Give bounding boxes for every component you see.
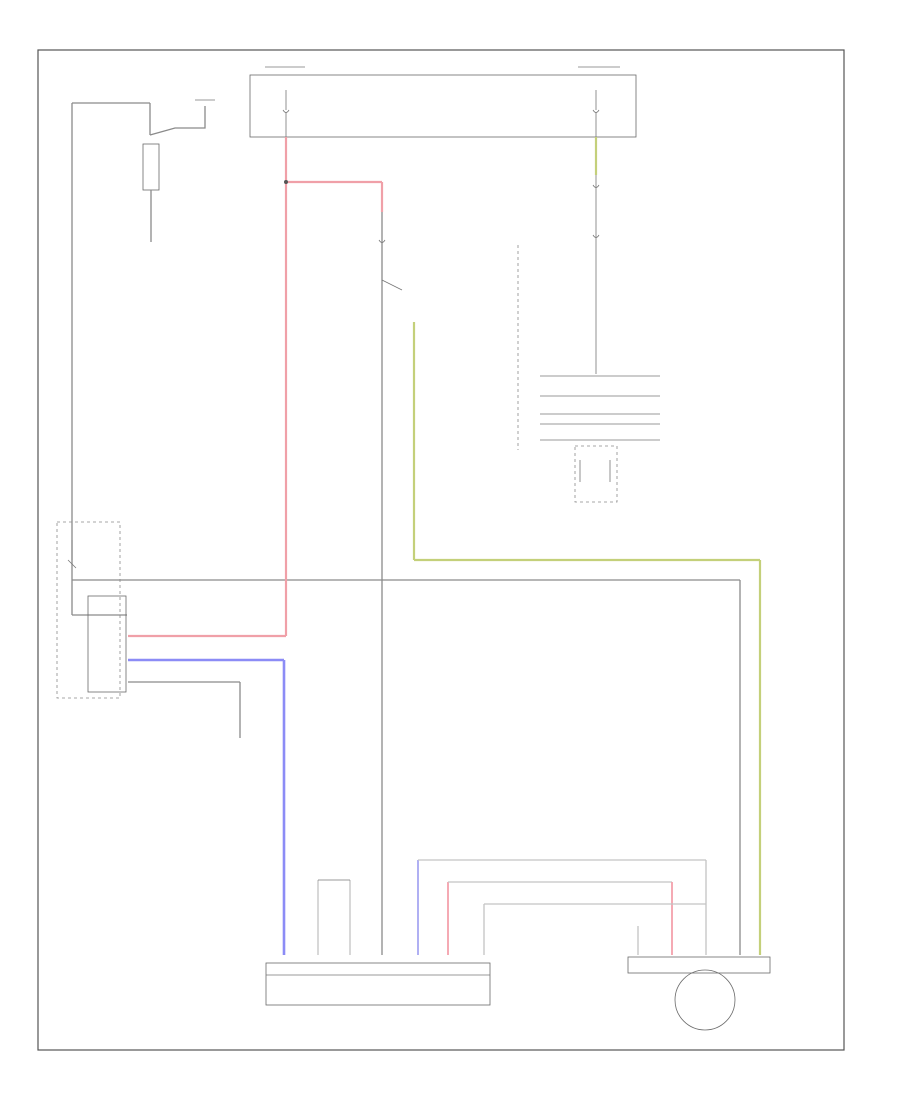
relay-box xyxy=(56,521,121,699)
diagram-frame xyxy=(37,49,845,1051)
underhood-fuse-box xyxy=(249,66,637,138)
splice-red xyxy=(284,180,288,184)
bottom-wire-bundle xyxy=(317,859,707,955)
ecm-connector xyxy=(540,375,660,503)
clutch-switch xyxy=(378,212,403,955)
starter-motor xyxy=(627,956,771,1031)
battery xyxy=(142,143,160,242)
ignition-switch xyxy=(72,99,215,136)
pcm-module xyxy=(87,595,127,693)
right-relay-chain xyxy=(517,137,600,450)
pcm-bottom-connector xyxy=(265,962,491,1006)
